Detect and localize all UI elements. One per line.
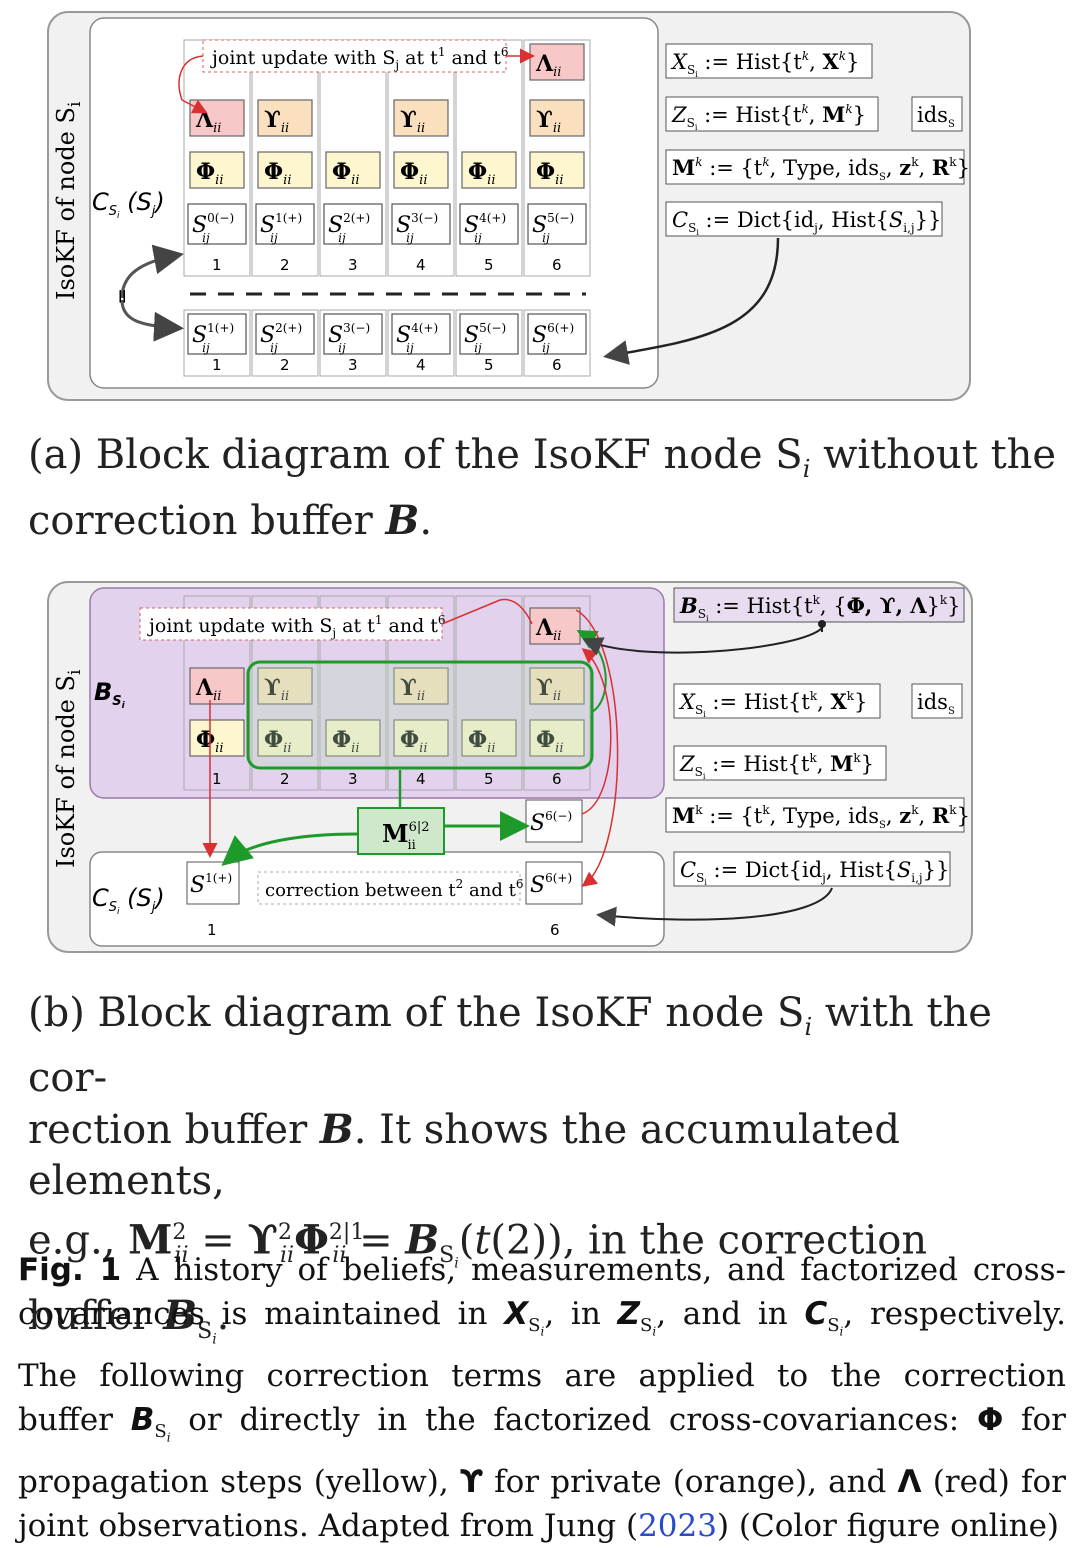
panel-a-phi-5-box xyxy=(461,151,517,189)
panel-a-upsilon-6-box xyxy=(529,99,585,137)
panel-a-columns: ΛiiΦiiS0(−)ij1S1(+)ij1ϒiiΦiiS1(+)ij2S2(+… xyxy=(183,39,591,377)
svg-text:Mk := {tk, Type, idsS, zk, Rk}: Mk := {tk, Type, idsS, zk, Rk} xyxy=(672,803,970,831)
panel-b-phi-4-box xyxy=(393,719,449,757)
svg-text:XSi := Hist{tk, Xk}: XSi := Hist{tk, Xk} xyxy=(678,689,867,719)
panel-b-lambda-6-box xyxy=(529,607,581,645)
svg-text:6: 6 xyxy=(550,921,560,939)
panel-a-defs: XSi := Hist{tk, Xk} ZSi := Hist{tk, Mk} … xyxy=(665,43,970,237)
panel-a-step-3: 3 xyxy=(348,256,358,274)
caption-a: (a) Block diagram of the IsoKF node Si w… xyxy=(28,432,1057,544)
panel-a-step-6: 6 xyxy=(552,256,562,274)
panel-b-upsilon-2-box xyxy=(257,667,313,705)
svg-text:ZSi := Hist{tk, Mk}: ZSi := Hist{tk, Mk} xyxy=(679,751,874,781)
panel-b: IsoKF of node Si BSi CSi (Sj) ΛiiΦii1ϒii… xyxy=(47,581,973,953)
panel-a-phi-3-box xyxy=(325,151,381,189)
panel-a-step-bottom-1: 1 xyxy=(212,356,222,374)
panel-b-phi-5-box xyxy=(461,719,517,757)
panel-a-lambda-6-box xyxy=(529,43,585,81)
panel-b-joint-update: joint update with Sj at t1 and t6 xyxy=(147,613,446,640)
panel-b-upsilon-4-box xyxy=(393,667,449,705)
panel-a-step-bottom-6: 6 xyxy=(552,356,562,374)
panel-a-phi-4: Φii xyxy=(400,159,428,188)
panel-b-upsilon-6-box xyxy=(529,667,585,705)
panel-a-step-2: 2 xyxy=(280,256,290,274)
panel-a-joint-update: joint update with Sj at t1 and t6 xyxy=(210,45,509,72)
panel-a-upsilon-2-box xyxy=(257,99,313,137)
panel-b-step-4: 4 xyxy=(416,770,426,788)
svg-text:ZSi := Hist{tk, Mk}: ZSi := Hist{tk, Mk} xyxy=(671,102,866,132)
svg-text:BSi := Hist{tk, {Φ, ϒ, Λ}k}: BSi := Hist{tk, {Φ, ϒ, Λ}k} xyxy=(679,593,961,623)
panel-b-step-2: 2 xyxy=(280,770,290,788)
panel-a: IsoKF of node Si CSi (Sj) ΛiiΦiiS0(−)ij1… xyxy=(47,11,971,401)
panel-b-step-6: 6 xyxy=(552,770,562,788)
svg-text:CSi := Dict{idj, Hist{Si,j}}: CSi := Dict{idj, Hist{Si,j}} xyxy=(680,858,949,887)
panel-a-node-label: CSi (Sj) xyxy=(92,188,165,221)
panel-b-lambda-1-box xyxy=(189,667,245,705)
correction-label: correction between t2 and t6 xyxy=(265,877,523,901)
panel-a-step-5: 5 xyxy=(484,256,494,274)
caption-b: (b) Block diagram of the IsoKF node Si w… xyxy=(28,990,992,1348)
panel-b-phi-3-box xyxy=(325,719,381,757)
panel-b-phi-6-box xyxy=(529,719,585,757)
panel-b-defs: BSi := Hist{tk, {Φ, ϒ, Λ}k} XSi := Hist{… xyxy=(665,587,970,887)
panel-b-side-label: IsoKF of node Si xyxy=(52,669,85,868)
panel-a-step-bottom-2: 2 xyxy=(280,356,290,374)
panel-a-step-bottom-5: 5 xyxy=(484,356,494,374)
panel-a-phi-2-box xyxy=(257,151,313,189)
panel-a-equals: = xyxy=(111,288,135,305)
panel-b-columns: ΛiiΦii1ϒiiΦii2Φii3ϒiiΦii4Φii5ϒiiΦii6Λii xyxy=(183,595,591,791)
svg-text:CSi := Dict{idj, Hist{Si,j}}: CSi := Dict{idj, Hist{Si,j}} xyxy=(672,208,941,237)
panel-b-buffer-label: BSi xyxy=(94,678,126,711)
citation-link[interactable]: 2023 xyxy=(638,1507,717,1544)
panel-a-step-bottom-3: 3 xyxy=(348,356,358,374)
svg-text:1: 1 xyxy=(207,921,217,939)
panel-a-phi-1-box xyxy=(189,151,245,189)
figure-caption: Fig. 1 A history of beliefs, measurement… xyxy=(18,1252,1067,1544)
panel-a-upsilon-4-box xyxy=(393,99,449,137)
svg-text:Mk := {tk, Type, idsS, zk, Rk}: Mk := {tk, Type, idsS, zk, Rk} xyxy=(672,155,970,183)
panel-a-step-4: 4 xyxy=(416,256,426,274)
panel-a-step-1: 1 xyxy=(212,256,222,274)
panel-a-step-bottom-4: 4 xyxy=(416,356,426,374)
panel-a-phi-6-box xyxy=(529,151,585,189)
panel-b-step-3: 3 xyxy=(348,770,358,788)
panel-b-phi-4: Φii xyxy=(400,727,428,756)
panel-b-step-1: 1 xyxy=(212,770,222,788)
svg-text:XSi := Hist{tk, Xk}: XSi := Hist{tk, Xk} xyxy=(670,49,859,79)
panel-a-ids: idsS xyxy=(917,103,955,130)
panel-b-phi-2-box xyxy=(257,719,313,757)
panel-b-step-5: 5 xyxy=(484,770,494,788)
panel-a-side-label: IsoKF of node Si xyxy=(52,101,85,300)
panel-b-phi-1-box xyxy=(189,719,245,757)
panel-a-phi-4-box xyxy=(393,151,449,189)
isokf-diagram: IsoKF of node Si CSi (Sj) ΛiiΦiiS0(−)ij1… xyxy=(47,11,973,953)
panel-b-node-label: CSi (Sj) xyxy=(92,884,165,917)
